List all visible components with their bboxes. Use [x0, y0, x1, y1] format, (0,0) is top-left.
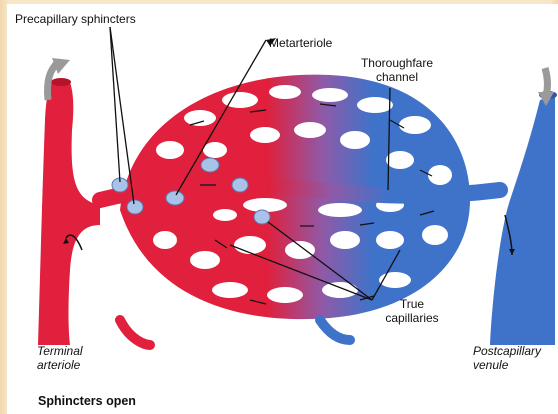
true-capillaries-label-line2: capillaries [377, 311, 447, 325]
terminal-arteriole-label-line2: arteriole [37, 358, 83, 372]
postcapillary-venule-label-line2: venule [473, 358, 541, 372]
thoroughfare-channel-label: Thoroughfare channel [352, 56, 442, 84]
terminal-arteriole-label-line1: Terminal [37, 344, 83, 358]
terminal-arteriole-label: Terminal arteriole [37, 344, 83, 372]
postcapillary-venule-label: Postcapillary venule [473, 344, 541, 372]
thoroughfare-channel-label-line1: Thoroughfare [352, 56, 442, 70]
precapillary-sphincters-label: Precapillary sphincters [15, 12, 136, 26]
caption: Sphincters open [38, 394, 136, 408]
thoroughfare-channel-label-line2: channel [352, 70, 442, 84]
true-capillaries-label: True capillaries [377, 297, 447, 325]
diagram-panel: Precapillary sphincters Metarteriole Tho… [7, 4, 558, 414]
postcapillary-venule-label-line1: Postcapillary [473, 344, 541, 358]
metarteriole-label: Metarteriole [269, 36, 332, 50]
true-capillaries-label-line1: True [377, 297, 447, 311]
